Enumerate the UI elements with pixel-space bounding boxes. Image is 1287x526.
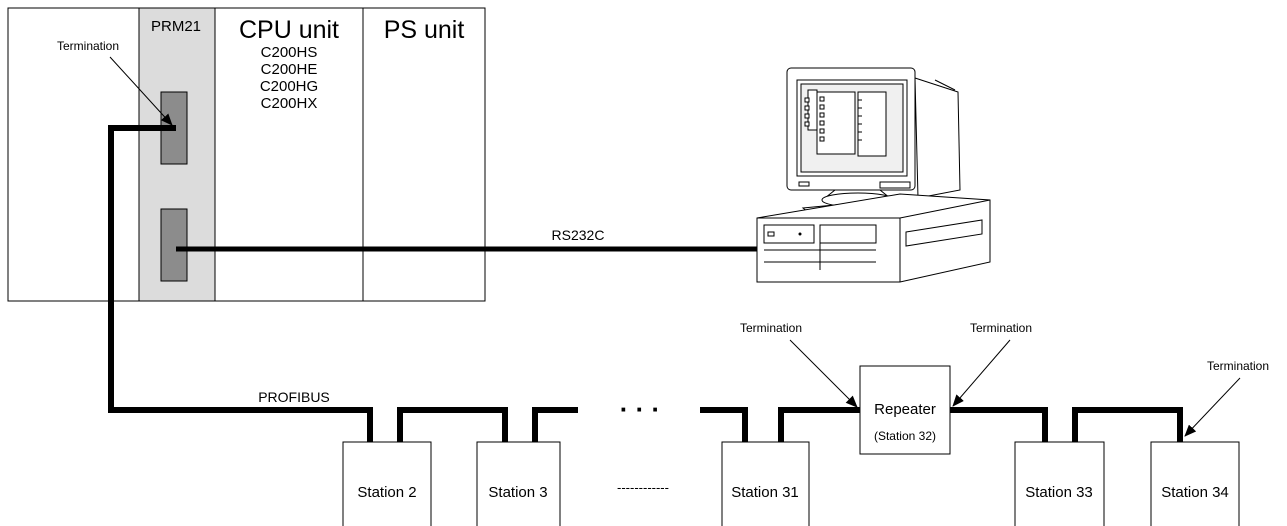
station-label-31: Station 31 bbox=[731, 484, 799, 501]
cpu-model-4: C200HX bbox=[261, 95, 318, 112]
cpu-model-1: C200HS bbox=[261, 44, 318, 61]
module-label: PRM21 bbox=[151, 18, 201, 35]
cpu-model-3: C200HG bbox=[260, 78, 318, 95]
termination-arrow-repeater-left bbox=[789, 339, 858, 408]
station-box-2 bbox=[342, 441, 432, 526]
cpu-model-2: C200HE bbox=[261, 61, 318, 78]
bus-segment-2-3 bbox=[397, 407, 508, 442]
termination-label-prm21: Termination bbox=[57, 39, 119, 53]
rs232c-label: RS232C bbox=[552, 227, 605, 243]
termination-arrow-station34 bbox=[1184, 377, 1241, 437]
bus-segment-repeater-33 bbox=[950, 407, 1048, 442]
repeater-station-label: (Station 32) bbox=[874, 429, 936, 443]
station-label-34: Station 34 bbox=[1161, 484, 1229, 501]
station-label-2: Station 2 bbox=[357, 484, 416, 501]
rack-frame bbox=[7, 7, 486, 302]
station-box-31 bbox=[721, 441, 810, 526]
station-box-33 bbox=[1014, 441, 1105, 526]
computer-icon bbox=[756, 67, 991, 283]
repeater-box bbox=[859, 365, 951, 455]
ps-unit-label: PS unit bbox=[384, 16, 465, 44]
station-box-34 bbox=[1150, 441, 1240, 526]
termination-arrow-prm21 bbox=[109, 56, 173, 126]
bus-gap-dots: · · · bbox=[620, 394, 660, 424]
cpu-unit-label: CPU unit bbox=[239, 16, 339, 44]
repeater-label: Repeater bbox=[874, 401, 936, 418]
bus-segment-in-31 bbox=[700, 407, 748, 442]
bus-segment-31-repeater bbox=[778, 407, 860, 442]
profibus-label: PROFIBUS bbox=[258, 389, 330, 405]
station-label-33: Station 33 bbox=[1025, 484, 1093, 501]
termination-label-repeater-left: Termination bbox=[740, 321, 802, 335]
termination-arrow-repeater-right bbox=[952, 339, 1011, 407]
station-label-3: Station 3 bbox=[488, 484, 547, 501]
termination-label-repeater-right: Termination bbox=[970, 321, 1032, 335]
rs232c-connector bbox=[160, 208, 188, 282]
plc-rack: PRM21 CPU unit C200HS C200HE C200HG C200… bbox=[7, 7, 486, 302]
station-box-3 bbox=[476, 441, 561, 526]
station-gap-dashes: ------------ bbox=[617, 480, 669, 495]
bus-segment-33-34 bbox=[1072, 407, 1183, 442]
termination-label-station34: Termination bbox=[1207, 359, 1269, 373]
profibus-trunk bbox=[108, 125, 373, 442]
bus-segment-3-out bbox=[532, 407, 578, 442]
